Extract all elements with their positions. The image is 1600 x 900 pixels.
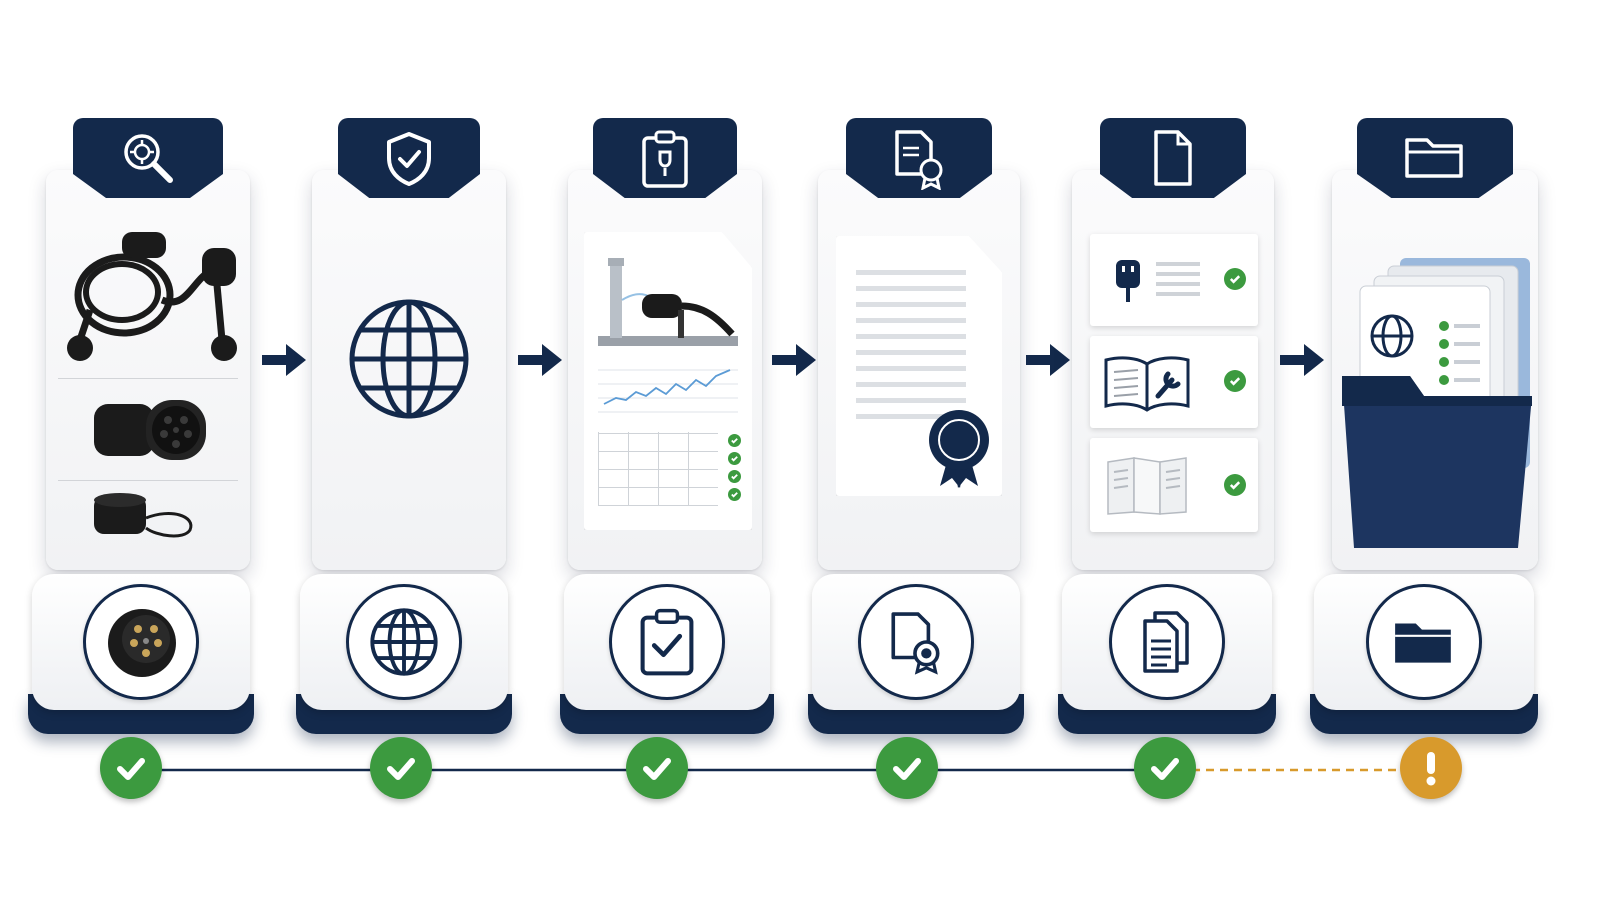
adapter-image: [94, 400, 206, 460]
test-graph: [598, 369, 738, 413]
card-compliance: [312, 118, 506, 570]
tab-compliance: [338, 118, 480, 198]
magnifier-target-icon: [124, 134, 173, 183]
doc-item-datasheet: [1090, 234, 1258, 326]
shield-check-icon: [387, 132, 431, 186]
documents-stack-icon: [1143, 611, 1189, 673]
timeline-connector: [160, 768, 1414, 772]
doc-item-manual: [1090, 336, 1258, 428]
award-seal-icon: [929, 410, 989, 488]
tab-testing: [593, 118, 737, 198]
arrow-right-icon: [1026, 344, 1070, 376]
clipboard-check-icon: [640, 608, 694, 676]
pedestal-5: [1058, 574, 1276, 734]
certificate-document-icon: [891, 612, 940, 675]
folder-icon: [1395, 623, 1451, 663]
exclamation-icon: [1426, 752, 1436, 786]
globe-icon: [349, 299, 469, 419]
check-icon: [1224, 268, 1246, 290]
tab-documentation: [1100, 118, 1246, 198]
document-icon: [1154, 130, 1192, 186]
manual-book-icon: [1104, 356, 1190, 412]
pedestal-3: [560, 574, 774, 734]
leaflet-icon: [1107, 457, 1187, 515]
status-step-2: [370, 737, 432, 799]
tab-inspection: [73, 118, 223, 198]
pedestal-6: [1310, 574, 1538, 734]
card-documentation: [1072, 118, 1274, 570]
cable-test-photo: [598, 258, 738, 346]
arrow-right-icon: [262, 344, 306, 376]
card-testing: [568, 118, 762, 570]
arrow-right-icon: [518, 344, 562, 376]
test-report-document: [584, 232, 752, 530]
charging-cable-image: [67, 232, 237, 361]
tab-certificate: [846, 118, 992, 198]
status-step-3: [626, 737, 688, 799]
certificate-document-icon: [895, 130, 943, 190]
check-icon: [117, 758, 145, 780]
arrow-right-icon: [1280, 344, 1324, 376]
pedestal-1: [28, 574, 254, 734]
status-step-5: [1134, 737, 1196, 799]
pedestal-2: [296, 574, 512, 734]
check-icon: [728, 470, 741, 483]
globe-icon: [370, 608, 438, 676]
check-icon: [893, 758, 921, 780]
divider: [58, 378, 238, 379]
results-table: [598, 432, 718, 506]
tab-technical-file: [1357, 118, 1513, 198]
certificate-document: [836, 236, 1002, 496]
pedestal-4: [808, 574, 1024, 734]
status-step-1: [100, 737, 162, 799]
check-icon: [728, 452, 741, 465]
divider: [58, 480, 238, 481]
card-product-inspection: [46, 118, 250, 570]
doc-item-leaflet: [1090, 438, 1258, 532]
status-step-6: [1400, 737, 1462, 799]
connector-plug-icon: [108, 609, 176, 677]
check-icon: [728, 488, 741, 501]
folder-icon: [1405, 138, 1463, 178]
check-icon: [728, 434, 741, 447]
document-folder-illustration: [1342, 258, 1532, 548]
check-icon: [1224, 370, 1246, 392]
clipboard-test-icon: [642, 130, 688, 188]
status-step-4: [876, 737, 938, 799]
check-icon: [643, 758, 671, 780]
check-icon: [1224, 474, 1246, 496]
card-technical-file: [1332, 118, 1538, 570]
arrow-right-icon: [772, 344, 816, 376]
card-certificate: [818, 118, 1020, 570]
check-icon: [387, 758, 415, 780]
cap-image: [94, 493, 193, 538]
connector-datasheet-icon: [1116, 260, 1140, 302]
check-icon: [1151, 758, 1179, 780]
